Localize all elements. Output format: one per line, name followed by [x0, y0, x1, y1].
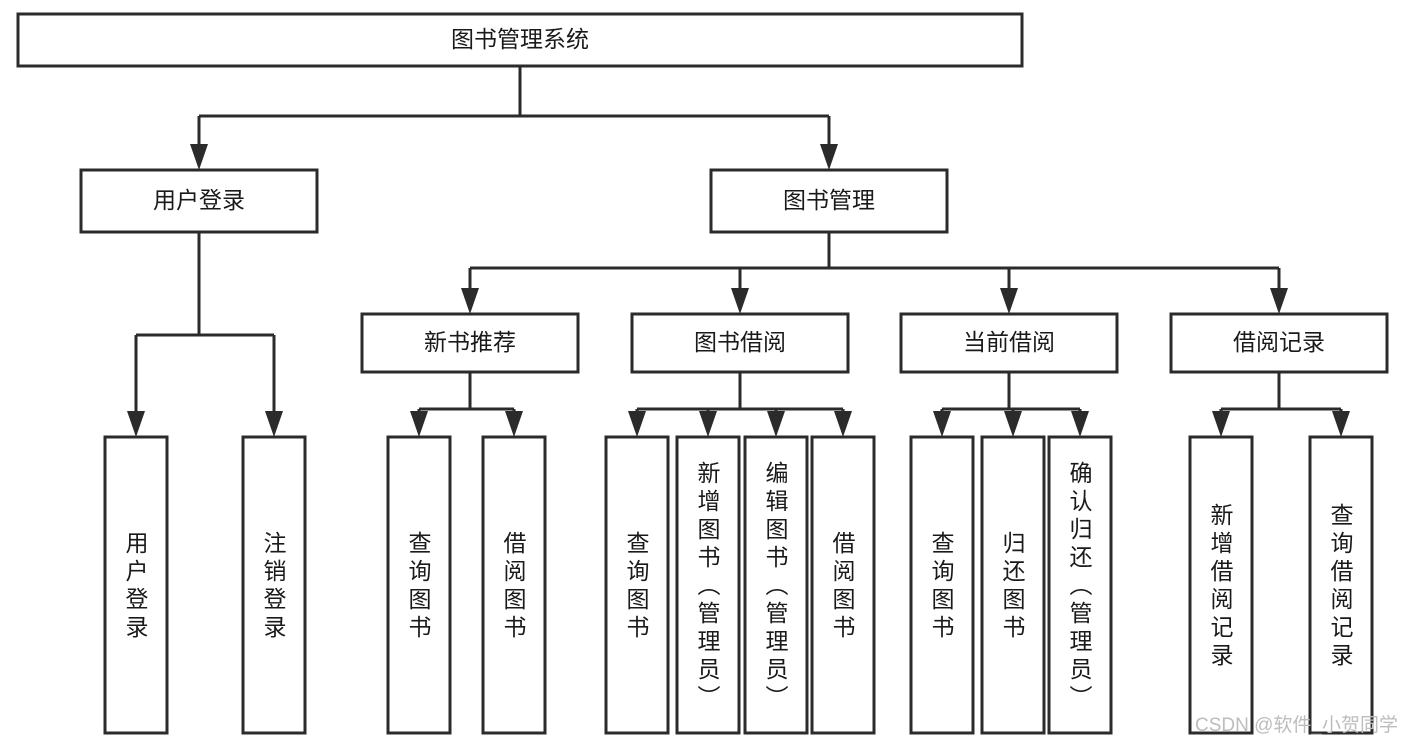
node-box — [980, 435, 1046, 735]
node-leaf-return-book[interactable]: 归还图书 — [980, 435, 1046, 735]
node-label: 当前借阅 — [963, 329, 1055, 355]
node-box — [630, 312, 850, 374]
node-label: 查询借阅记录 — [1331, 502, 1354, 668]
node-leaf-confirm-return[interactable]: 确认归还︵管理员︶ — [1047, 435, 1113, 735]
book-borrow-to-leaf-add-book-arrow — [699, 411, 717, 437]
node-leaf-query-book-cb[interactable]: 查询图书 — [909, 435, 975, 735]
node-box — [386, 435, 452, 735]
node-leaf-borrow-book-rec[interactable]: 借阅图书 — [481, 435, 547, 735]
node-label: 查询图书 — [932, 530, 955, 640]
book-manage-to-borrow-record-arrow — [1270, 288, 1288, 314]
node-layer: 图书管理系统用户登录图书管理新书推荐图书借阅当前借阅借阅记录用户登录注销登录查询… — [16, 12, 1389, 735]
node-label: 新书推荐 — [424, 329, 516, 355]
borrow-record-to-leaf-query-record-arrow — [1332, 411, 1350, 437]
current-borrow-to-leaf-confirm-return-arrow — [1071, 411, 1089, 437]
node-label: 确认归还︵管理员︶ — [1070, 460, 1093, 710]
node-leaf-borrow-book-bb[interactable]: 借阅图书 — [810, 435, 876, 735]
node-box — [1308, 435, 1374, 735]
node-box — [1047, 435, 1113, 735]
node-leaf-query-book-rec[interactable]: 查询图书 — [386, 435, 452, 735]
node-root[interactable]: 图书管理系统 — [16, 12, 1024, 68]
user-login-to-leaf-user-logout-arrow — [265, 411, 283, 437]
book-manage-to-new-book-recommend-arrow — [461, 288, 479, 314]
node-label: 用户登录 — [126, 530, 149, 640]
node-label: 查询图书 — [409, 530, 432, 640]
node-leaf-add-book[interactable]: 新增图书︵管理员︶ — [675, 435, 741, 735]
book-manage-to-book-borrow-arrow — [731, 288, 749, 314]
new-book-recommend-to-leaf-query-book-rec-arrow — [410, 411, 428, 437]
node-label: 图书管理系统 — [451, 26, 589, 52]
node-box — [1188, 435, 1254, 735]
node-label: 用户登录 — [153, 187, 245, 213]
node-label: 归还图书 — [1003, 530, 1026, 640]
node-label: 借阅图书 — [504, 530, 527, 640]
node-new-book-recommend[interactable]: 新书推荐 — [360, 312, 580, 374]
node-box — [360, 312, 580, 374]
node-leaf-user-login[interactable]: 用户登录 — [103, 435, 169, 735]
borrow-record-to-leaf-add-record-arrow — [1212, 411, 1230, 437]
node-user-login[interactable]: 用户登录 — [79, 168, 319, 234]
book-borrow-to-leaf-query-book-bb-arrow — [628, 411, 646, 437]
node-box — [16, 12, 1024, 68]
node-box — [743, 435, 809, 735]
current-borrow-to-leaf-return-book-arrow — [1004, 411, 1022, 437]
node-leaf-query-book-bb[interactable]: 查询图书 — [604, 435, 670, 735]
node-box — [675, 435, 741, 735]
user-login-to-leaf-user-login-arrow — [127, 411, 145, 437]
node-box — [241, 435, 307, 735]
node-label: 图书借阅 — [694, 329, 786, 355]
node-box — [103, 435, 169, 735]
node-label: 借阅记录 — [1233, 329, 1325, 355]
csdn-watermark: CSDN @软件_小贺同学 — [1195, 714, 1398, 736]
node-label: 注销登录 — [264, 530, 287, 640]
node-leaf-query-record[interactable]: 查询借阅记录 — [1308, 435, 1374, 735]
node-box — [79, 168, 319, 234]
connector-layer — [127, 66, 1350, 437]
node-label: 新增借阅记录 — [1211, 502, 1234, 668]
node-leaf-add-record[interactable]: 新增借阅记录 — [1188, 435, 1254, 735]
node-box — [1169, 312, 1389, 374]
current-borrow-to-leaf-query-book-cb-arrow — [933, 411, 951, 437]
node-label: 图书管理 — [783, 187, 875, 213]
node-box — [709, 168, 949, 234]
node-borrow-record[interactable]: 借阅记录 — [1169, 312, 1389, 374]
node-label: 编辑图书︵管理员︶ — [766, 460, 789, 710]
node-current-borrow[interactable]: 当前借阅 — [899, 312, 1119, 374]
node-box — [899, 312, 1119, 374]
node-label: 查询图书 — [627, 530, 650, 640]
node-book-borrow[interactable]: 图书借阅 — [630, 312, 850, 374]
node-leaf-user-logout[interactable]: 注销登录 — [241, 435, 307, 735]
node-book-manage[interactable]: 图书管理 — [709, 168, 949, 234]
new-book-recommend-to-leaf-borrow-book-rec-arrow — [505, 411, 523, 437]
node-label: 新增图书︵管理员︶ — [698, 460, 721, 710]
node-box — [810, 435, 876, 735]
root-to-user-login-arrow — [190, 144, 208, 170]
node-box — [909, 435, 975, 735]
node-box — [481, 435, 547, 735]
book-manage-to-current-borrow-arrow — [1000, 288, 1018, 314]
node-label: 借阅图书 — [833, 530, 856, 640]
book-borrow-to-leaf-edit-book-arrow — [767, 411, 785, 437]
node-leaf-edit-book[interactable]: 编辑图书︵管理员︶ — [743, 435, 809, 735]
book-borrow-to-leaf-borrow-book-bb-arrow — [834, 411, 852, 437]
root-to-book-manage-arrow — [820, 144, 838, 170]
node-box — [604, 435, 670, 735]
